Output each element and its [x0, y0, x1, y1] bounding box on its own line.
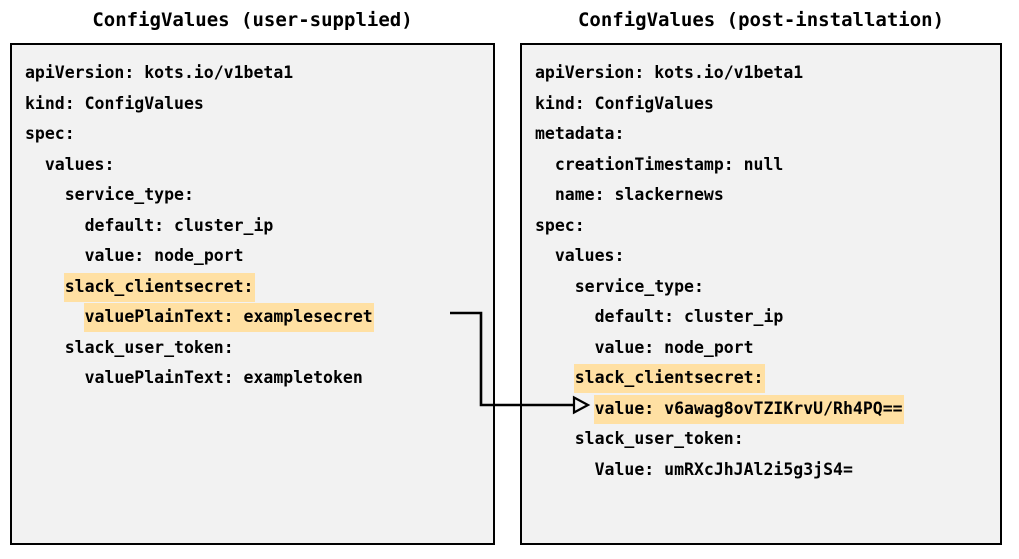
code-text: name: slackernews — [554, 185, 724, 204]
code-text: value: node_port — [84, 246, 244, 265]
code-indent — [24, 277, 64, 296]
code-indent — [24, 338, 64, 357]
code-indent — [534, 246, 554, 265]
code-text-highlighted: slack_clientsecret: — [573, 364, 765, 393]
code-indent — [534, 368, 574, 387]
code-text-highlighted: value: v6awag8ovTZIKrvU/Rh4PQ== — [593, 394, 904, 424]
code-line: spec: — [12, 119, 493, 150]
code-line: kind: ConfigValues — [522, 89, 1000, 120]
code-text: default: cluster_ip — [594, 307, 784, 326]
code-indent — [534, 307, 594, 326]
code-indent — [24, 155, 44, 174]
code-line: creationTimestamp: null — [522, 150, 1000, 181]
code-line: slack_clientsecret: — [12, 272, 493, 303]
code-indent — [534, 429, 574, 448]
code-indent — [534, 460, 594, 479]
code-text: slack_user_token: — [574, 429, 744, 448]
code-line: spec: — [522, 211, 1000, 242]
code-text: kind: ConfigValues — [25, 93, 204, 113]
code-line: default: cluster_ip — [12, 211, 493, 242]
code-indent — [534, 155, 554, 174]
code-indent — [24, 185, 64, 204]
code-text-highlighted: valuePlainText: examplesecret — [83, 303, 374, 332]
left-code-panel: apiVersion: kots.io/v1beta1 kind: ConfigV… — [10, 43, 495, 545]
right-code-lines: apiVersion: kots.io/v1beta1 kind: ConfigV… — [522, 45, 1000, 485]
code-text-highlighted: slack_clientsecret: — [63, 272, 255, 302]
code-line: kind: ConfigValues — [12, 89, 493, 120]
code-text: spec: — [25, 124, 75, 143]
code-indent — [24, 216, 84, 235]
code-text: values: — [44, 154, 115, 174]
code-text: spec: — [535, 215, 585, 235]
code-text: kind: ConfigValues — [535, 93, 714, 113]
code-text: Value: umRXcJhJAl2i5g3jS4= — [594, 459, 853, 479]
code-line: name: slackernews — [522, 180, 1000, 211]
code-indent — [534, 185, 554, 204]
code-line: slack_user_token: — [12, 333, 493, 364]
code-line: apiVersion: kots.io/v1beta1 — [522, 58, 1000, 89]
left-panel-title: ConfigValues (user-supplied) — [92, 9, 413, 31]
code-line: values: — [522, 241, 1000, 272]
code-line: apiVersion: kots.io/v1beta1 — [12, 58, 493, 89]
code-text: default: cluster_ip — [84, 215, 274, 235]
code-line: valuePlainText: examplesecret — [12, 302, 493, 333]
code-line: value: node_port — [12, 241, 493, 272]
code-line: service_type: — [522, 272, 1000, 303]
code-line: value: v6awag8ovTZIKrvU/Rh4PQ== — [522, 394, 1000, 425]
code-line: Value: umRXcJhJAl2i5g3jS4= — [522, 455, 1000, 486]
code-text: creationTimestamp: null — [554, 154, 784, 174]
code-text: slack_user_token: — [64, 337, 234, 357]
code-text: values: — [554, 246, 625, 265]
code-line: default: cluster_ip — [522, 302, 1000, 333]
code-line: valuePlainText: exampletoken — [12, 363, 493, 394]
code-text: service_type: — [64, 185, 194, 204]
code-line: metadata: — [522, 119, 1000, 150]
code-indent — [24, 307, 84, 326]
code-text: apiVersion: kots.io/v1beta1 — [535, 63, 804, 82]
code-line: slack_user_token: — [522, 424, 1000, 455]
code-indent — [24, 246, 84, 265]
code-line: value: node_port — [522, 333, 1000, 364]
code-indent — [534, 338, 594, 357]
right-code-panel: apiVersion: kots.io/v1beta1 kind: ConfigV… — [520, 43, 1002, 545]
code-line: slack_clientsecret: — [522, 363, 1000, 394]
code-indent — [534, 399, 594, 418]
code-text: apiVersion: kots.io/v1beta1 — [25, 63, 294, 82]
code-text: value: node_port — [594, 337, 754, 357]
code-line: values: — [12, 150, 493, 181]
left-code-lines: apiVersion: kots.io/v1beta1 kind: ConfigV… — [12, 45, 493, 394]
code-text: metadata: — [535, 124, 625, 143]
right-panel-title: ConfigValues (post-installation) — [577, 9, 945, 31]
code-indent — [24, 368, 84, 387]
code-indent — [534, 277, 574, 296]
code-text: valuePlainText: exampletoken — [84, 368, 363, 387]
code-line: service_type: — [12, 180, 493, 211]
code-text: service_type: — [574, 276, 704, 296]
